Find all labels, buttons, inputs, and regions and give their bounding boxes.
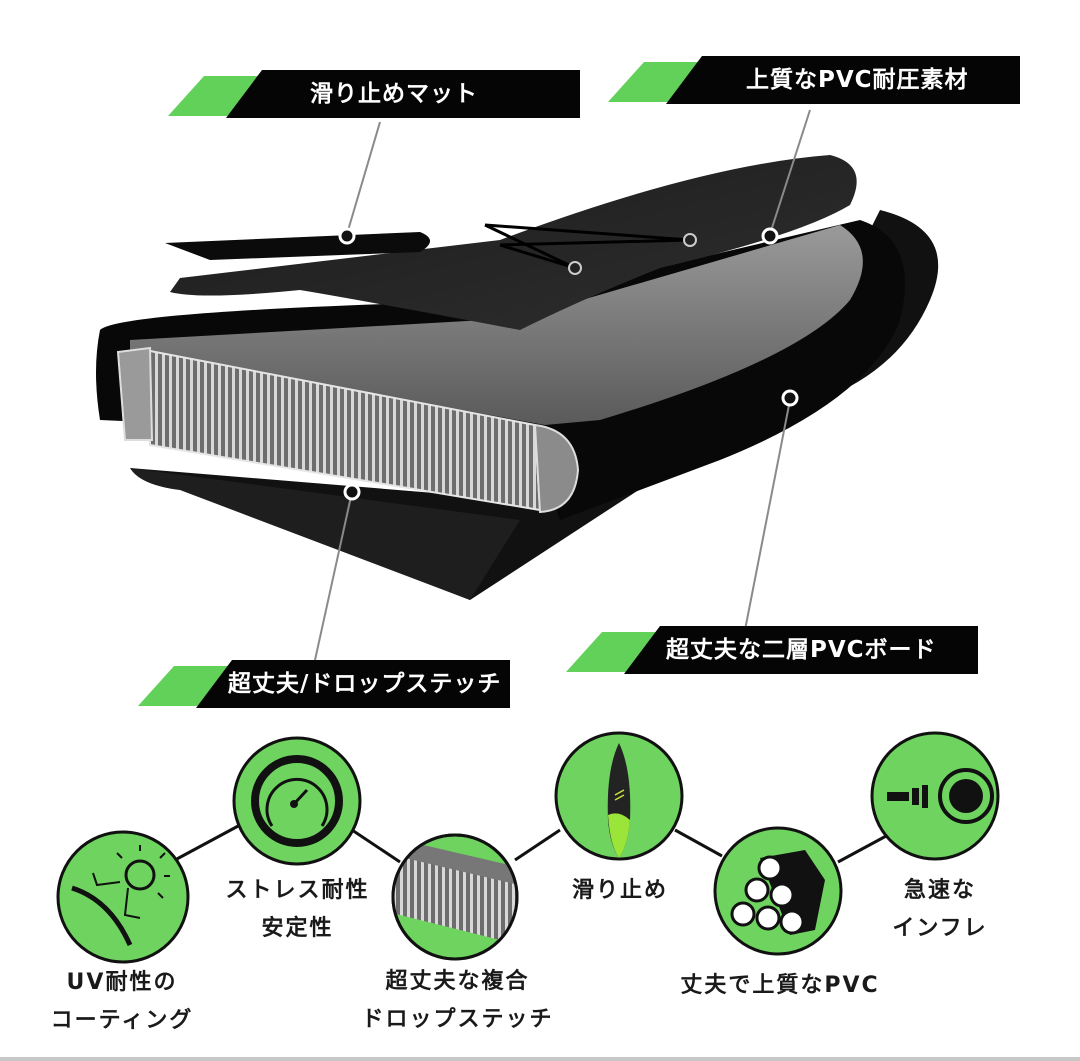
callout-anti-slip-mat: 滑り止めマット [168, 70, 580, 120]
pvc-rolls-icon [713, 826, 843, 956]
callout-label: 超丈夫/ドロップステッチ [228, 671, 502, 697]
callout-label: 超丈夫な二層PVCボード [666, 637, 937, 663]
callout-double-layer-pvc: 超丈夫な二層PVCボード [566, 626, 978, 676]
board-cross-section-illustration [96, 109, 939, 661]
inflation-valve-icon [870, 731, 1000, 861]
callout-label: 滑り止めマット [310, 81, 478, 107]
feature-label-line1: 丈夫で上質なPVC [680, 973, 880, 998]
feature-label-line1: ストレス耐性 [225, 878, 370, 903]
callout-markers [338, 227, 799, 501]
top-deck [170, 155, 857, 330]
bottom-divider [0, 1057, 1080, 1061]
feature-label-line1: UV耐性の [66, 970, 178, 995]
anti-slip-pad [165, 232, 430, 260]
feature-label-line2: インフレ [892, 916, 988, 941]
feature-durable-pvc: 丈夫で上質なPVC [670, 967, 890, 1005]
feature-label-line1: 超丈夫な複合 [385, 969, 530, 994]
feature-connector-lines [174, 823, 889, 864]
drop-stitch-texture-icon [391, 833, 519, 961]
feature-label-line1: 急速な [903, 878, 976, 903]
feature-anti-slip: 滑り止め [545, 872, 695, 910]
bungee-cords [484, 223, 691, 270]
callout-leader-lines [314, 109, 811, 661]
feature-composite-drop-stitch: 超丈夫な複合 ドロップステッチ [350, 963, 565, 1039]
feature-label-line2: 安定性 [261, 916, 334, 941]
paddle-board-icon [554, 731, 684, 861]
feature-label-line1: 滑り止め [571, 878, 668, 903]
pressure-gauge-icon [232, 736, 362, 866]
feature-label-line2: コーティング [50, 1008, 194, 1033]
feature-label-line2: ドロップステッチ [361, 1007, 554, 1032]
feature-uv-coating: UV耐性の コーティング [42, 964, 202, 1040]
sun-uv-icon [56, 830, 190, 964]
feature-stress-resistance: ストレス耐性 安定性 [210, 872, 385, 948]
feature-fast-inflate: 急速な インフレ [875, 872, 1005, 948]
callout-label: 上質なPVC耐圧素材 [746, 67, 969, 93]
callout-pvc-material: 上質なPVC耐圧素材 [608, 56, 1020, 106]
callout-drop-stitch: 超丈夫/ドロップステッチ [138, 660, 510, 710]
